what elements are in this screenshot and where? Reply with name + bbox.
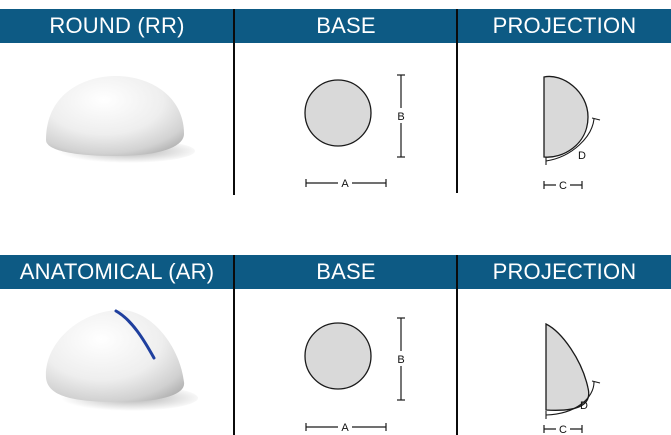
round-section-header bbox=[0, 9, 671, 43]
anatomical-column-divider-left bbox=[233, 255, 235, 435]
anatomical-projection-diagram: D C bbox=[543, 322, 601, 435]
round-base-a-label: A bbox=[341, 178, 349, 190]
anatomical-base-circle bbox=[304, 322, 372, 390]
anatomical-projection-profile bbox=[545, 322, 590, 411]
round-implant-section: ROUND (RR) BASE PROJECTION B bbox=[0, 9, 671, 195]
anatomical-section-header bbox=[0, 255, 671, 289]
anatomical-type-header: ANATOMICAL (AR) bbox=[19, 259, 215, 284]
round-projection-diagram: D C bbox=[543, 75, 601, 192]
anatomical-projection-c-label: C bbox=[559, 424, 567, 435]
anatomical-projection-d-label: D bbox=[580, 400, 588, 412]
round-type-header: ROUND (RR) bbox=[49, 13, 185, 38]
anatomical-base-b-label: B bbox=[397, 354, 404, 366]
round-column-divider-right bbox=[456, 9, 458, 193]
round-implant-icon bbox=[46, 76, 195, 163]
round-base-header: BASE bbox=[316, 13, 376, 38]
round-column-divider-left bbox=[233, 9, 235, 195]
anatomical-projection-header: PROJECTION bbox=[492, 259, 637, 284]
round-base-diagram: B A bbox=[304, 74, 407, 190]
anatomical-column-divider-right bbox=[456, 255, 458, 435]
round-base-b-label: B bbox=[397, 111, 404, 123]
round-projection-profile bbox=[543, 75, 589, 158]
anatomical-base-a-label: A bbox=[341, 422, 349, 434]
round-projection-header: PROJECTION bbox=[492, 13, 637, 38]
anatomical-base-diagram: B A bbox=[304, 317, 407, 434]
round-projection-c-label: C bbox=[559, 180, 567, 192]
round-base-circle bbox=[304, 79, 372, 147]
anatomical-implant-section: ANATOMICAL (AR) BASE PROJECTION B bbox=[0, 255, 671, 435]
anatomical-base-header: BASE bbox=[316, 259, 376, 284]
anatomical-implant-icon bbox=[45, 309, 198, 411]
anatomical-seam-line bbox=[114, 309, 156, 360]
round-projection-d-label: D bbox=[578, 150, 586, 162]
